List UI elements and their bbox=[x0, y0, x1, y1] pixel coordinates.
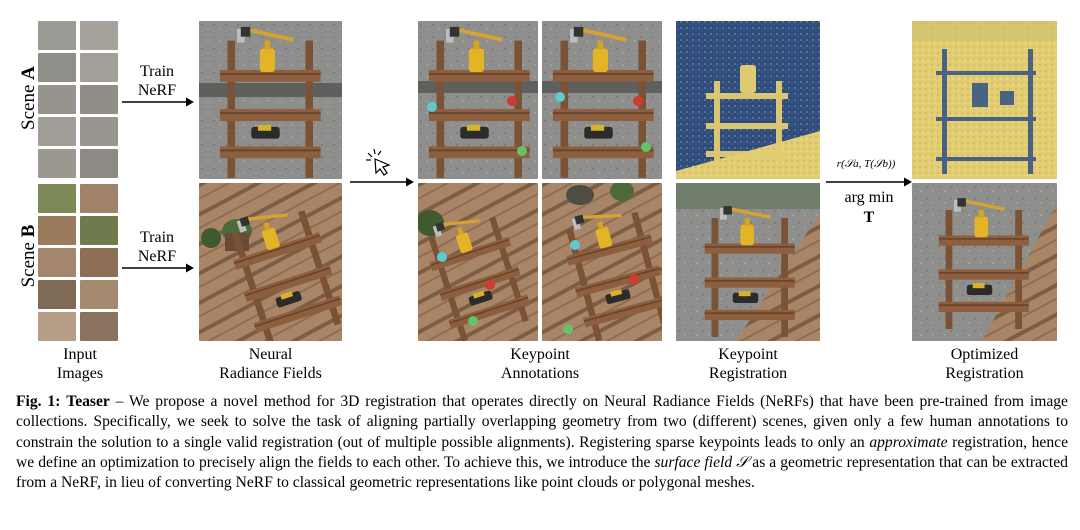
thumbnail-image bbox=[80, 184, 118, 213]
keypoint-registration-render bbox=[676, 183, 820, 341]
nerf-render-scene-b bbox=[199, 183, 342, 341]
thumbnail-image bbox=[80, 53, 118, 82]
thumbnail-image bbox=[38, 85, 76, 114]
optimized-registration-surface bbox=[912, 21, 1057, 179]
keypoint-annotation-scene-b-1 bbox=[418, 183, 538, 341]
caption-fig-number: Fig. 1: bbox=[16, 393, 61, 410]
objective-function: r(𝒮a, T(𝒮b)) bbox=[836, 158, 896, 170]
cursor-click-icon bbox=[366, 148, 391, 176]
keypoint-annotation-scene-a-1 bbox=[418, 21, 538, 179]
keypoint-annotation-scene-a-2 bbox=[542, 21, 662, 179]
thumbnail-image bbox=[80, 312, 118, 341]
nerf-render-scene-a bbox=[199, 21, 342, 179]
thumbnail-image bbox=[38, 53, 76, 82]
thumbnail-image bbox=[38, 149, 76, 178]
arrow-right-icon bbox=[826, 177, 912, 187]
thumbnail-image bbox=[80, 21, 118, 50]
arrow-right-icon bbox=[122, 97, 194, 107]
thumbnail-image bbox=[38, 216, 76, 245]
thumbnail-image bbox=[38, 248, 76, 277]
thumbnail-image bbox=[80, 216, 118, 245]
argmin-variable: T bbox=[863, 209, 875, 226]
thumbnail-image bbox=[80, 149, 118, 178]
figure-caption: Fig. 1: Teaser – We propose a novel meth… bbox=[16, 393, 1068, 492]
thumbnail-image bbox=[80, 248, 118, 277]
arrow-right-icon bbox=[350, 177, 414, 187]
keypoint-registration-surface bbox=[676, 21, 820, 179]
thumbnail-image bbox=[80, 280, 118, 309]
thumbnail-image bbox=[38, 312, 76, 341]
thumbnail-image bbox=[80, 117, 118, 146]
arrow-right-icon bbox=[122, 263, 194, 273]
thumbnail-image bbox=[38, 184, 76, 213]
thumbnail-image bbox=[38, 280, 76, 309]
keypoint-annotation-scene-b-2 bbox=[542, 183, 662, 341]
caption-title: Teaser bbox=[66, 393, 110, 410]
thumbnail-image bbox=[80, 85, 118, 114]
thumbnail-image bbox=[38, 117, 76, 146]
thumbnail-image bbox=[38, 21, 76, 50]
argmin-label: arg min bbox=[844, 189, 894, 206]
optimized-registration-render bbox=[912, 183, 1057, 341]
